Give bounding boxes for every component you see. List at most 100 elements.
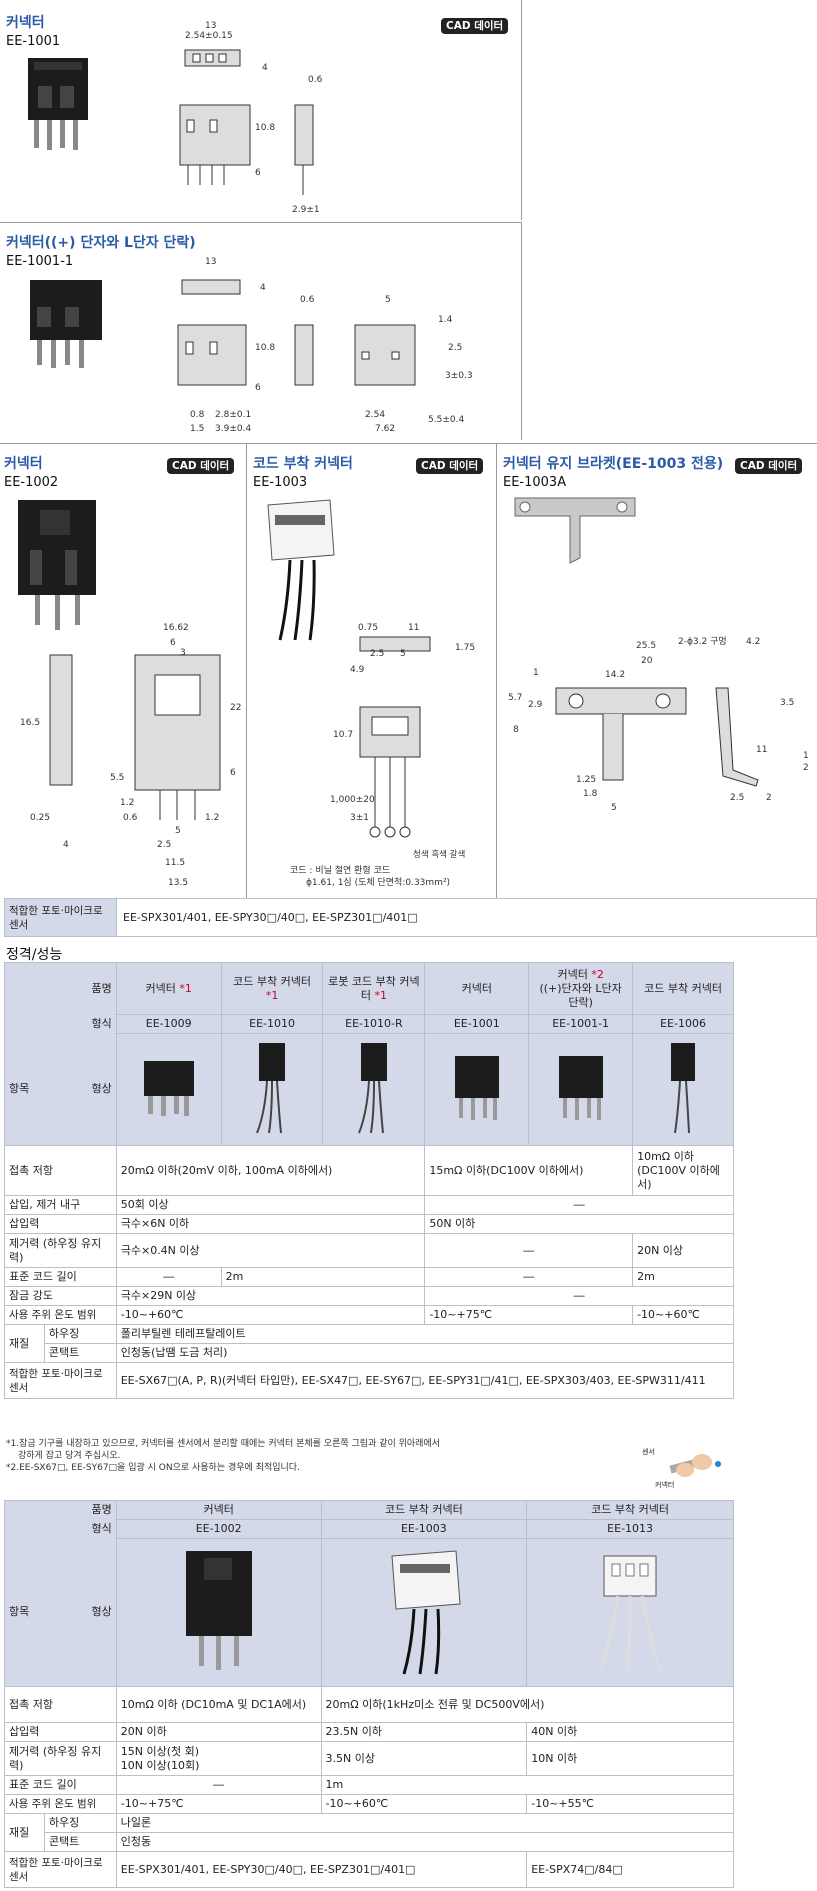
- cell: 인청동(납땜 도금 처리): [115, 1343, 735, 1363]
- removal-figure: [669, 1454, 721, 1477]
- cord-connector-image: [391, 1549, 461, 1674]
- row-label: 제거력 (하우징 유지력): [4, 1741, 117, 1776]
- svg-text:4.2: 4.2: [746, 637, 760, 647]
- svg-text:6: 6: [170, 638, 176, 648]
- row-label: 콘택트: [43, 1343, 117, 1363]
- svg-text:2: 2: [766, 793, 772, 803]
- divider: [521, 0, 522, 220]
- cell: EE-SPX301/401, EE-SPY30□/40□, EE-SPZ301□…: [115, 1851, 528, 1888]
- shape-image: [115, 1033, 222, 1146]
- connector-image: [185, 1550, 252, 1670]
- col-type: EE-1001-1: [528, 1014, 634, 1034]
- svg-text:1.8: 1.8: [583, 789, 598, 799]
- cell: 40N 이하: [526, 1722, 734, 1742]
- cord-note: ϕ1.61, 1심 (도체 단면적:0.33mm²): [306, 878, 451, 888]
- svg-text:1.75: 1.75: [455, 643, 475, 653]
- header-shape: 형상: [44, 1538, 117, 1687]
- cad-data-button[interactable]: CAD 데이터: [167, 458, 235, 474]
- connector-image: [143, 1060, 194, 1116]
- svg-text:0.6: 0.6: [123, 813, 138, 823]
- header-type: 형식: [4, 1014, 117, 1034]
- cell: 극수×6N 이하: [115, 1214, 426, 1234]
- svg-text:2.5: 2.5: [370, 649, 384, 659]
- svg-text:1.5: 1.5: [190, 424, 204, 434]
- col-type: EE-1003: [320, 1519, 528, 1539]
- header-shape: 형상: [44, 1033, 117, 1146]
- model-number: EE-1001: [6, 34, 61, 49]
- cad-data-button[interactable]: CAD 데이터: [416, 458, 484, 474]
- cell: ―: [424, 1195, 734, 1215]
- col-name: 로봇 코드 부착 커넥터 *1: [322, 962, 426, 1015]
- svg-text:25.5: 25.5: [636, 641, 656, 651]
- row-label: 적합한 포토·마이크로 센서: [4, 1362, 117, 1399]
- footnote: *2.EE-SX67□, EE-SY67□을 입광 시 ON으로 사용하는 경우…: [6, 1463, 300, 1473]
- svg-text:13: 13: [205, 257, 216, 267]
- cell: ―: [424, 1286, 734, 1306]
- row-label: 사용 주위 온도 범위: [4, 1794, 117, 1814]
- svg-text:5: 5: [385, 295, 391, 305]
- svg-text:2.5: 2.5: [448, 343, 462, 353]
- cad-data-button[interactable]: CAD 데이터: [441, 18, 509, 34]
- figure-label-sensor: 센서: [642, 1448, 655, 1456]
- divider: [521, 222, 522, 440]
- svg-text:2.5: 2.5: [730, 793, 744, 803]
- shape-image: [526, 1538, 734, 1687]
- row-label: 표준 코드 길이: [4, 1267, 117, 1287]
- row-label: 사용 주위 온도 범위: [4, 1305, 117, 1325]
- cell: 10mΩ 이하 (DC100V 이하에서): [632, 1145, 734, 1196]
- suitable-label: 적합한 포토·마이크로 센서: [4, 898, 117, 937]
- section-title: 커넥터: [4, 456, 43, 472]
- connector-image: [558, 1055, 603, 1120]
- shape-image: [528, 1033, 634, 1146]
- svg-text:2.54: 2.54: [365, 410, 385, 420]
- col-type: EE-1002: [115, 1519, 322, 1539]
- divider: [0, 443, 817, 444]
- connector-photo: [28, 58, 88, 150]
- row-label: 삽입, 제거 내구: [4, 1195, 117, 1215]
- svg-text:1: 1: [803, 751, 809, 761]
- cell: 10mΩ 이하 (DC10mA 및 DC1A에서): [115, 1686, 322, 1723]
- col-name: 코드 부착 커넥터: [526, 1500, 734, 1520]
- cell: 폴리부틸렌 테레프탈레이트: [115, 1324, 735, 1344]
- col-type: EE-1010: [220, 1014, 324, 1034]
- cell: 50회 이상: [115, 1195, 426, 1215]
- shape-image: [632, 1033, 734, 1146]
- svg-text:20: 20: [641, 656, 653, 666]
- svg-text:10.8: 10.8: [255, 123, 275, 133]
- svg-text:0.6: 0.6: [308, 75, 323, 85]
- cad-data-button[interactable]: CAD 데이터: [735, 458, 803, 474]
- svg-text:1.2: 1.2: [205, 813, 219, 823]
- header-name: 품명: [4, 1500, 117, 1520]
- row-label: 재질: [4, 1813, 45, 1852]
- svg-text:2.9±1: 2.9±1: [292, 205, 320, 215]
- connector-photo: [18, 500, 96, 630]
- shape-image: [320, 1538, 528, 1687]
- svg-text:10.8: 10.8: [255, 343, 275, 353]
- svg-text:6: 6: [255, 383, 261, 393]
- row-label: 잠금 강도: [4, 1286, 117, 1306]
- cell: 20mΩ 이하(20mV 이하, 100mA 이하에서): [115, 1145, 426, 1196]
- bracket-photo: [514, 497, 636, 564]
- col-name: 코드 부착 커넥터: [320, 1500, 528, 1520]
- cell: -10~+75℃: [115, 1794, 322, 1814]
- row-label: 표준 코드 길이: [4, 1775, 117, 1795]
- svg-text:11.5: 11.5: [165, 858, 185, 868]
- shape-image: [220, 1033, 324, 1146]
- svg-text:5.7: 5.7: [508, 693, 522, 703]
- col-type: EE-1009: [115, 1014, 222, 1034]
- row-label: 제거력 (하우징 유지력): [4, 1233, 117, 1268]
- figure-label-connector: 커넥터: [655, 1481, 675, 1489]
- svg-text:5: 5: [175, 826, 181, 836]
- model-number: EE-1003A: [503, 475, 567, 490]
- divider: [246, 443, 247, 898]
- suitable-sensor-table: 적합한 포토·마이크로 센서 EE-SPX301/401, EE-SPY30□/…: [4, 898, 817, 937]
- svg-text:3.5: 3.5: [780, 698, 794, 708]
- cell: 나일론: [115, 1813, 735, 1833]
- header-type: 형식: [4, 1519, 117, 1539]
- svg-text:3±0.3: 3±0.3: [445, 371, 473, 381]
- cell: 20N 이하: [115, 1722, 322, 1742]
- cord-connector-image: [256, 1042, 286, 1133]
